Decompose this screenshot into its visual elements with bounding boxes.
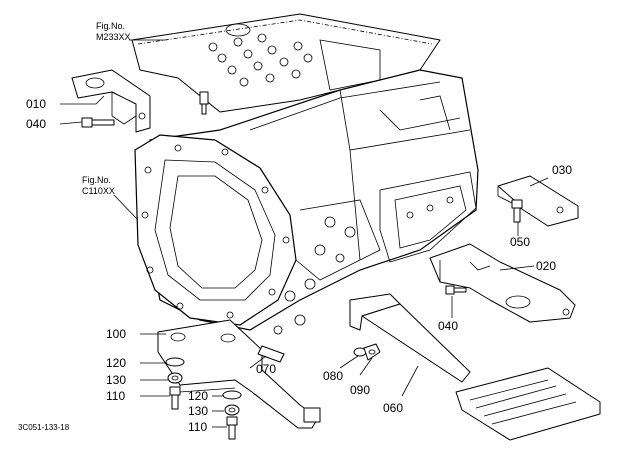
cover-bolt [199, 91, 209, 115]
fig-ref-m233: Fig.No. M233XX [96, 21, 131, 42]
label-030: 030 [552, 163, 572, 177]
part-070-stud [257, 345, 285, 363]
fig-ref-prefix: Fig.No. [82, 175, 111, 185]
top-cover-plate [131, 13, 441, 113]
label-120-left: 120 [106, 356, 126, 370]
label-050: 050 [510, 235, 530, 249]
label-040-upper: 040 [26, 117, 46, 131]
label-020: 020 [536, 259, 556, 273]
housing-side-details [273, 171, 477, 335]
label-040-lower: 040 [438, 319, 458, 333]
fig-ref-prefix: Fig.No. [96, 21, 125, 31]
label-090: 090 [350, 383, 370, 397]
drawing-code: 3C051-133-18 [18, 423, 70, 432]
fig-ref-c110: Fig.No. C110XX [82, 175, 115, 196]
label-130-left: 130 [106, 373, 126, 387]
label-110-right: 110 [188, 420, 207, 434]
label-060: 060 [383, 401, 403, 415]
fig-ref-number: M233XX [96, 32, 131, 42]
left-fastener-stack [165, 357, 185, 410]
part-020-bracket [429, 243, 576, 323]
part-040-bolt-lower [445, 285, 467, 295]
label-080: 080 [323, 369, 343, 383]
part-040-bolt-upper [81, 117, 115, 128]
leader-lines [59, 39, 549, 428]
part-050-bolt [511, 199, 523, 223]
part-010-bracket [71, 69, 151, 133]
bell-housing-flange [134, 134, 297, 326]
right-fastener-stack [222, 390, 242, 440]
label-100: 100 [106, 327, 126, 341]
label-010: 010 [26, 97, 46, 111]
label-110-left: 110 [106, 389, 125, 403]
part-080-090-fasteners [353, 343, 381, 361]
label-130-right: 130 [188, 404, 208, 418]
fig-ref-number: C110XX [82, 186, 115, 196]
part-030-plate [497, 175, 579, 227]
label-120-right: 120 [188, 389, 208, 403]
part-060-pedal [349, 293, 601, 441]
label-070: 070 [256, 362, 276, 376]
